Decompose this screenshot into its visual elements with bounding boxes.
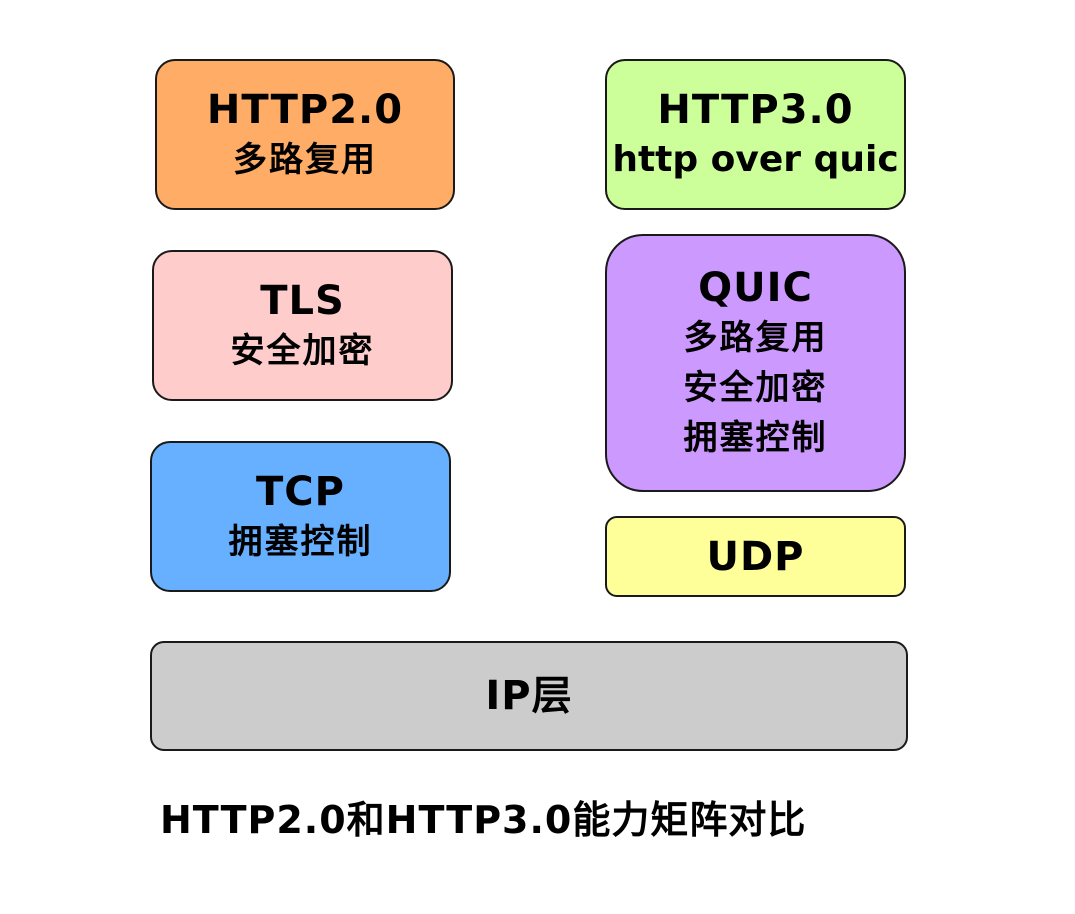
udp-box: UDP	[605, 516, 906, 597]
tcp-feature-congestion-control: 拥塞控制	[228, 521, 373, 562]
tcp-title: TCP	[256, 468, 345, 515]
http3-subtitle: http over quic	[612, 138, 899, 180]
udp-title: UDP	[706, 533, 805, 580]
quic-title: QUIC	[698, 265, 813, 311]
quic-feature-encryption: 安全加密	[683, 368, 828, 408]
quic-box: QUIC 多路复用 安全加密 拥塞控制	[605, 234, 906, 492]
tcp-box: TCP 拥塞控制	[150, 441, 451, 592]
tls-title: TLS	[260, 277, 345, 324]
ip-layer-box: IP层	[150, 641, 908, 751]
quic-feature-multiplexing: 多路复用	[683, 318, 828, 358]
http3-box: HTTP3.0 http over quic	[605, 59, 906, 210]
http3-title: HTTP3.0	[657, 86, 854, 133]
tls-feature-encryption: 安全加密	[230, 330, 375, 371]
ip-layer-title: IP层	[485, 673, 573, 719]
http2-title: HTTP2.0	[206, 86, 404, 133]
diagram-caption: HTTP2.0和HTTP3.0能力矩阵对比	[160, 798, 807, 842]
tls-box: TLS 安全加密	[152, 250, 453, 401]
http2-feature-multiplexing: 多路复用	[233, 139, 377, 180]
http2-box: HTTP2.0 多路复用	[155, 59, 455, 210]
quic-feature-congestion-control: 拥塞控制	[683, 418, 828, 458]
